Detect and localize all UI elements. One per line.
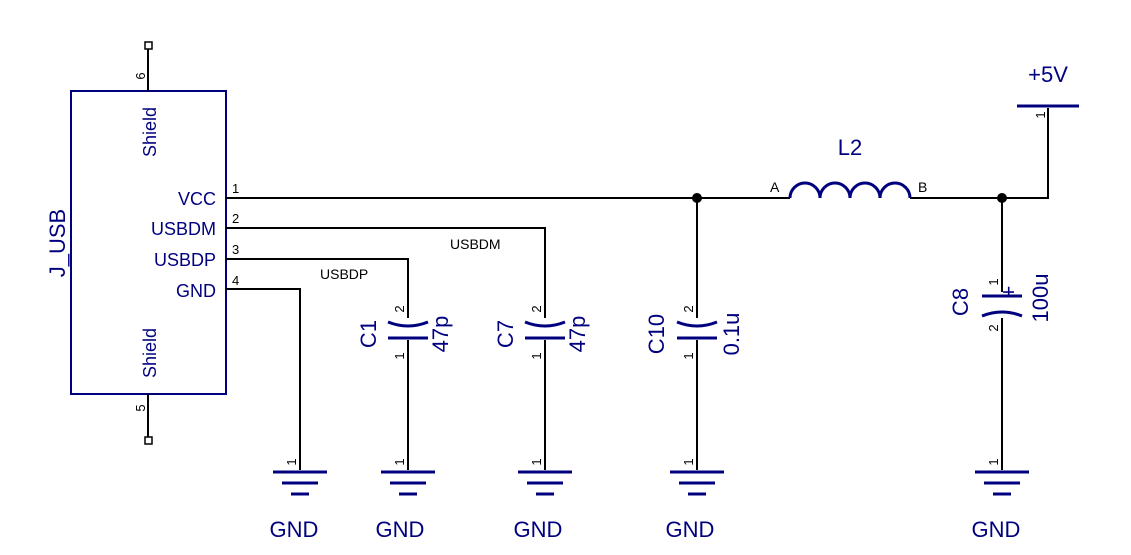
c10-ref: C10: [644, 314, 669, 354]
pin-gnd-label: GND: [176, 281, 216, 301]
c10-curved-plate: [676, 320, 718, 328]
wire-5v: [910, 108, 1049, 199]
capacitor-c10: [676, 320, 718, 340]
c7-ref: C7: [493, 320, 518, 348]
c10-pin-bottom: 1: [681, 352, 696, 359]
pin-vcc-label: VCC: [178, 189, 216, 209]
ground-symbol-5: [975, 470, 1029, 496]
c7-value: 47p: [565, 316, 590, 353]
c8-polarity: +: [996, 286, 1021, 299]
net-label-usbdm: USBDM: [450, 236, 501, 252]
c8-value: 100u: [1028, 274, 1053, 323]
connector-ref: J_USB: [45, 209, 70, 277]
shield-top-pin-number: 6: [133, 72, 148, 79]
c7-curved-plate: [524, 320, 566, 328]
shield-bottom-pin-number: 5: [133, 404, 148, 411]
ground-2-label: GND: [376, 517, 425, 542]
inductor-coil: [788, 181, 912, 199]
shield-bottom-terminal: [144, 436, 153, 445]
capacitor-c8: [981, 294, 1023, 318]
c1-ref: C1: [356, 320, 381, 348]
c8-ref: C8: [948, 288, 973, 316]
ground-5-label: GND: [972, 517, 1021, 542]
wire-gnd: [226, 288, 301, 470]
pin-3-number: 3: [232, 242, 239, 257]
pin-4-number: 4: [232, 273, 239, 288]
net-label-usbdp: USBDP: [320, 266, 368, 282]
ground-1-label: GND: [270, 517, 319, 542]
pin-1-number: 1: [232, 181, 239, 196]
power-label: +5V: [1028, 62, 1068, 87]
c7-pin-top: 2: [529, 305, 544, 312]
c1-pin-bottom: 1: [392, 352, 407, 359]
capacitor-c1: [387, 320, 429, 340]
inductor-pin-b: B: [918, 179, 927, 195]
c8-curved-plate: [981, 310, 1023, 318]
pin-usbdp-label: USBDP: [154, 250, 216, 270]
junction-c8: [997, 193, 1007, 203]
ground-4-pin: 1: [681, 458, 696, 465]
c1-curved-plate: [387, 320, 429, 328]
ground-symbol-3: [518, 470, 572, 496]
capacitor-c7: [524, 320, 566, 340]
ground-1-pin: 1: [284, 458, 299, 465]
ground-3-pin: 1: [529, 458, 544, 465]
c1-value: 47p: [428, 316, 453, 353]
pin-2-number: 2: [232, 211, 239, 226]
ground-3-label: GND: [514, 517, 563, 542]
inductor-pin-a: A: [770, 179, 780, 195]
ground-symbol-4: [670, 470, 724, 496]
c7-pin-bottom: 1: [529, 352, 544, 359]
shield-top-terminal: [144, 41, 153, 50]
shield-top-label: Shield: [140, 107, 160, 157]
junction-c10: [692, 193, 702, 203]
c1-pin-top: 2: [392, 305, 407, 312]
shield-bottom-label: Shield: [140, 328, 160, 378]
c8-pin-bottom: 2: [986, 324, 1001, 331]
inductor-ref: L2: [838, 135, 862, 160]
c8-pin-top: 1: [986, 278, 1001, 285]
ground-symbol-1: [273, 470, 327, 496]
wire-usbdp: [226, 258, 409, 318]
wire-usbdm: [226, 227, 546, 318]
pin-usbdm-label: USBDM: [151, 219, 216, 239]
ground-symbol-2: [381, 470, 435, 496]
ground-4-label: GND: [666, 517, 715, 542]
power-pin-number: 1: [1033, 111, 1048, 118]
c10-pin-top: 2: [681, 305, 696, 312]
ground-2-pin: 1: [392, 458, 407, 465]
ground-5-pin: 1: [986, 458, 1001, 465]
c10-value: 0.1u: [719, 313, 744, 356]
